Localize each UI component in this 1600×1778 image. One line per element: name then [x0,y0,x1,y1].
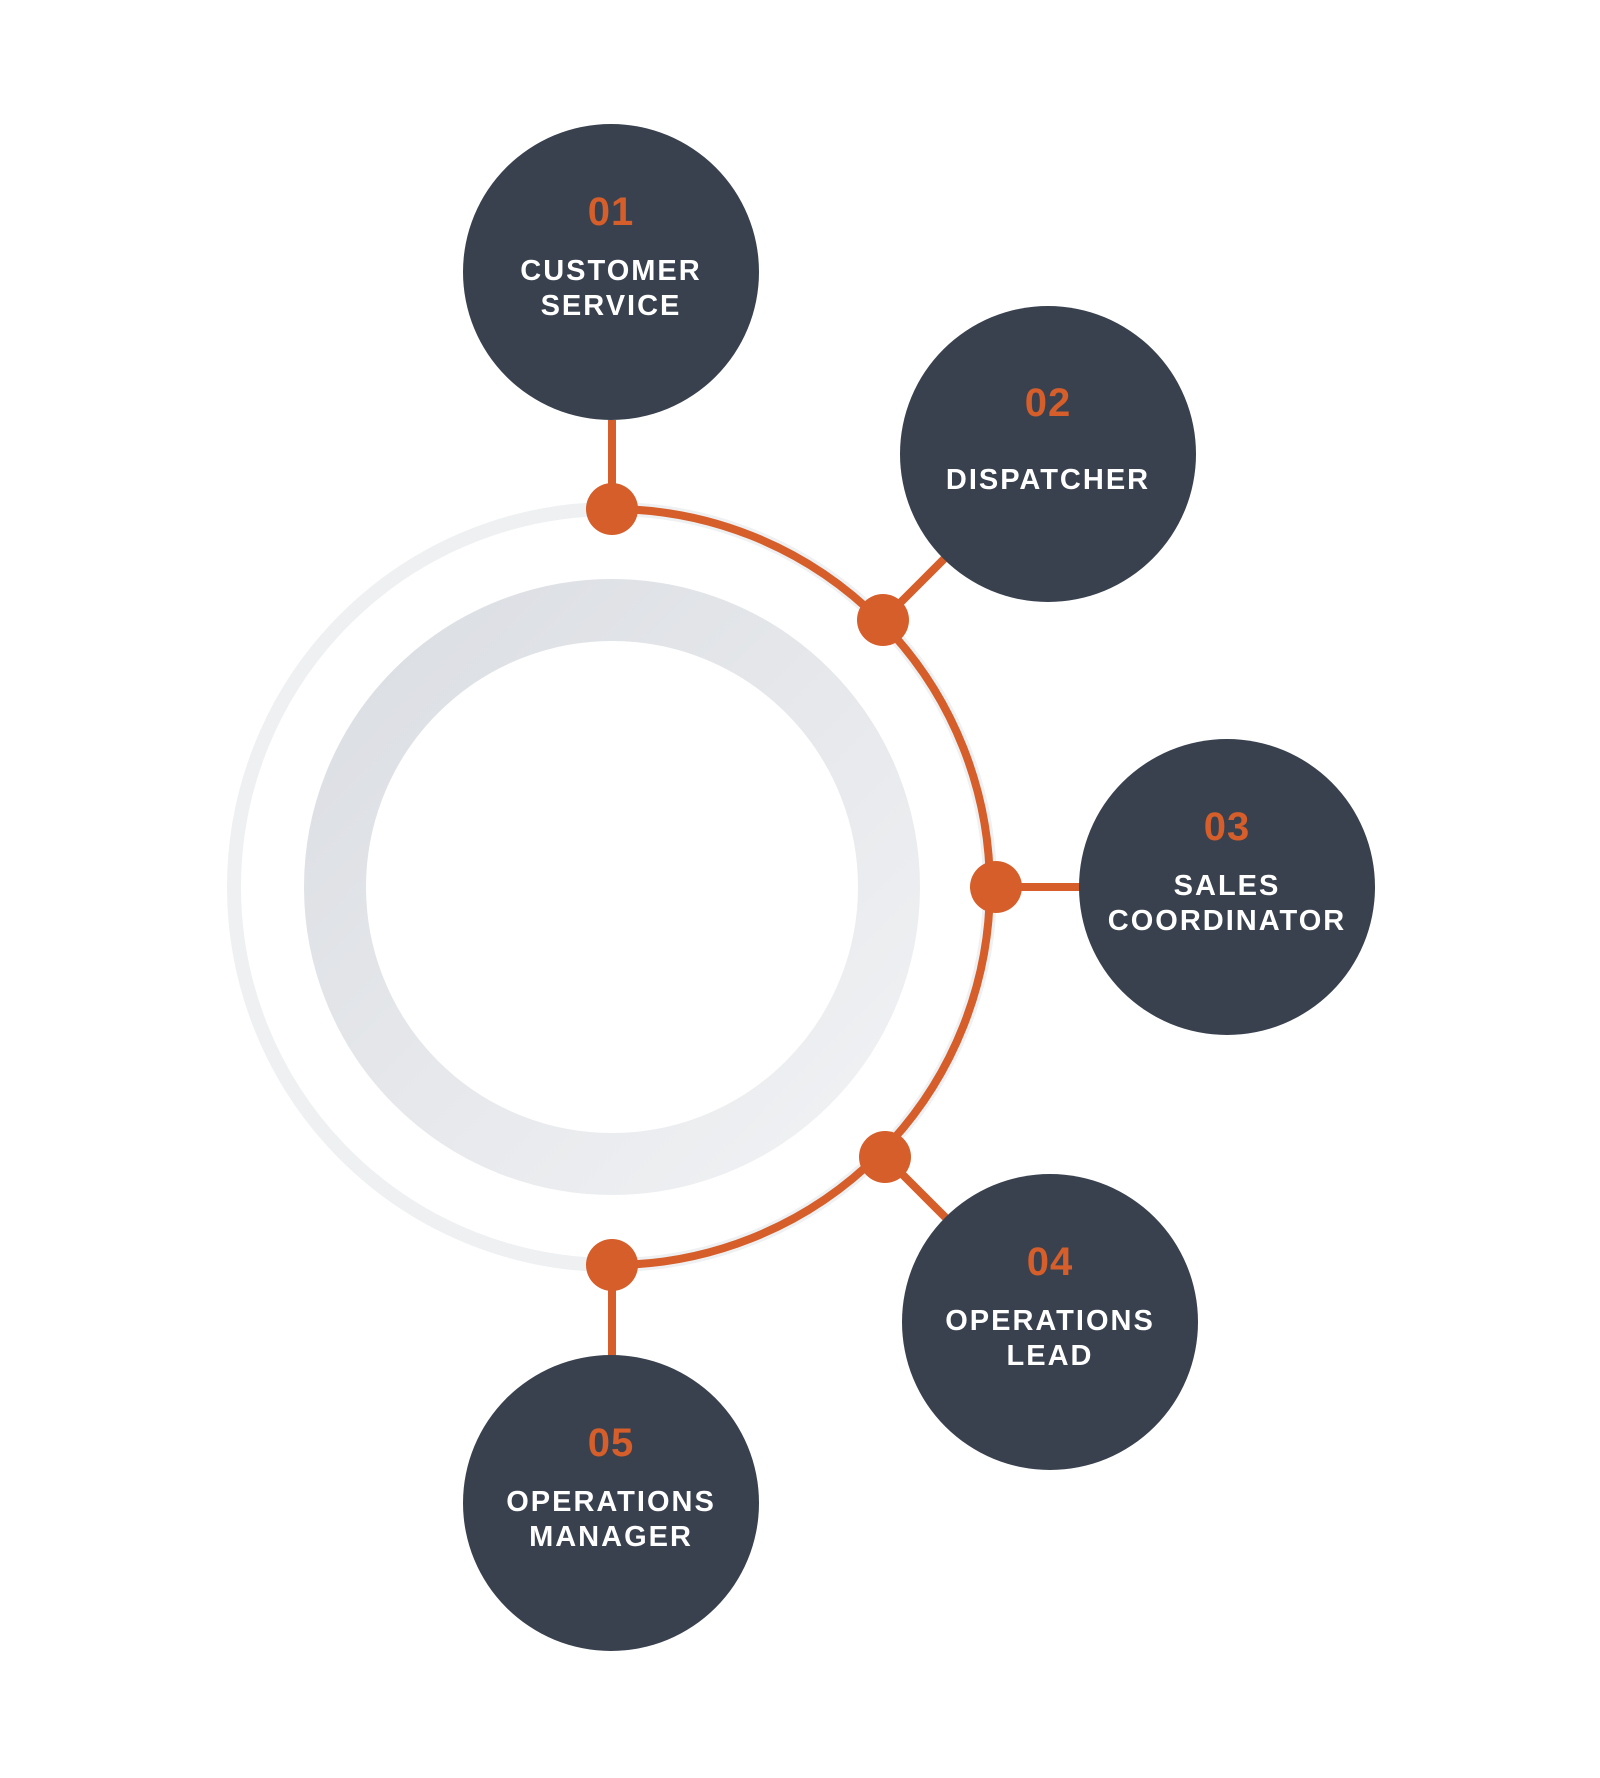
step-label: CUSTOMER SERVICE [520,254,701,324]
step-label-line: CUSTOMER [520,255,702,287]
step-node-02: 02 DISPATCHER [900,306,1196,602]
step-number: 03 [1203,805,1251,849]
connector-dot-02 [857,594,909,646]
step-node-03: 03 SALES COORDINATOR [1079,739,1375,1035]
connector-dot-01 [586,483,638,535]
inner-ring [304,579,920,1195]
connector-dot-03 [970,861,1022,913]
step-node-05: 05 OPERATIONS MANAGER [463,1355,759,1651]
step-label: SALES COORDINATOR [1108,869,1346,939]
step-number: 04 [1026,1240,1074,1284]
step-node-01: 01 CUSTOMER SERVICE [463,124,759,420]
step-label-line: LEAD [1006,1340,1094,1372]
step-label-line: MANAGER [529,1521,693,1553]
step-number: 01 [587,190,635,234]
step-label-line: DISPATCHER [945,463,1151,496]
connector-dot-04 [859,1131,911,1183]
step-label: OPERATIONS MANAGER [506,1485,716,1555]
step-label: OPERATIONS LEAD [945,1304,1155,1374]
step-label-line: SALES [1173,870,1281,902]
step-number: 02 [1024,380,1072,425]
step-label: DISPATCHER [946,463,1150,498]
step-number: 05 [587,1421,635,1465]
step-label-line: OPERATIONS [506,1486,716,1518]
step-label-line: OPERATIONS [945,1305,1155,1337]
step-node-04: 04 OPERATIONS LEAD [902,1174,1198,1470]
connector-dot-05 [586,1239,638,1291]
step-label-line: SERVICE [540,290,682,322]
step-label-line: COORDINATOR [1107,905,1347,937]
